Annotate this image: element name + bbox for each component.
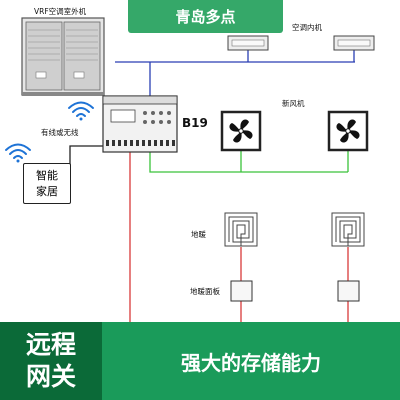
footer-left-line2: 网关 — [25, 362, 76, 391]
green-fan-line — [149, 152, 348, 173]
black-link-line — [69, 145, 103, 182]
controller-icon — [102, 95, 178, 153]
fresh-air-label: 新风机 — [282, 99, 305, 108]
floor-panel-label: 地暖面板 — [190, 287, 220, 296]
gateway-model-label: B19 — [182, 116, 208, 130]
page-title: 青岛多点 — [128, 0, 283, 33]
footer-slogan: 强大的存储能力 — [181, 350, 321, 375]
fan-icon — [220, 110, 369, 152]
floor-heating-coil-icon — [224, 212, 365, 247]
floor-heating-label: 地暖 — [191, 230, 206, 239]
outdoor-unit-label: VRF空调室外机 — [34, 7, 87, 16]
wifi-icon — [5, 101, 94, 163]
smart-home-box: 智能 家居 — [23, 163, 71, 204]
footer-remote-gateway: 远程 网关 — [0, 322, 102, 400]
outdoor-unit-icon — [21, 17, 105, 96]
wired-wireless-label: 有线或无线 — [41, 128, 79, 137]
indoor-unit-icon — [227, 35, 375, 51]
smart-home-line2: 家居 — [36, 184, 58, 198]
indoor-unit-label: 空调内机 — [292, 23, 322, 32]
smart-home-line1: 智能 — [36, 168, 58, 182]
floor-panel-icon — [230, 280, 360, 302]
footer-left-line1: 远程 — [25, 330, 76, 359]
